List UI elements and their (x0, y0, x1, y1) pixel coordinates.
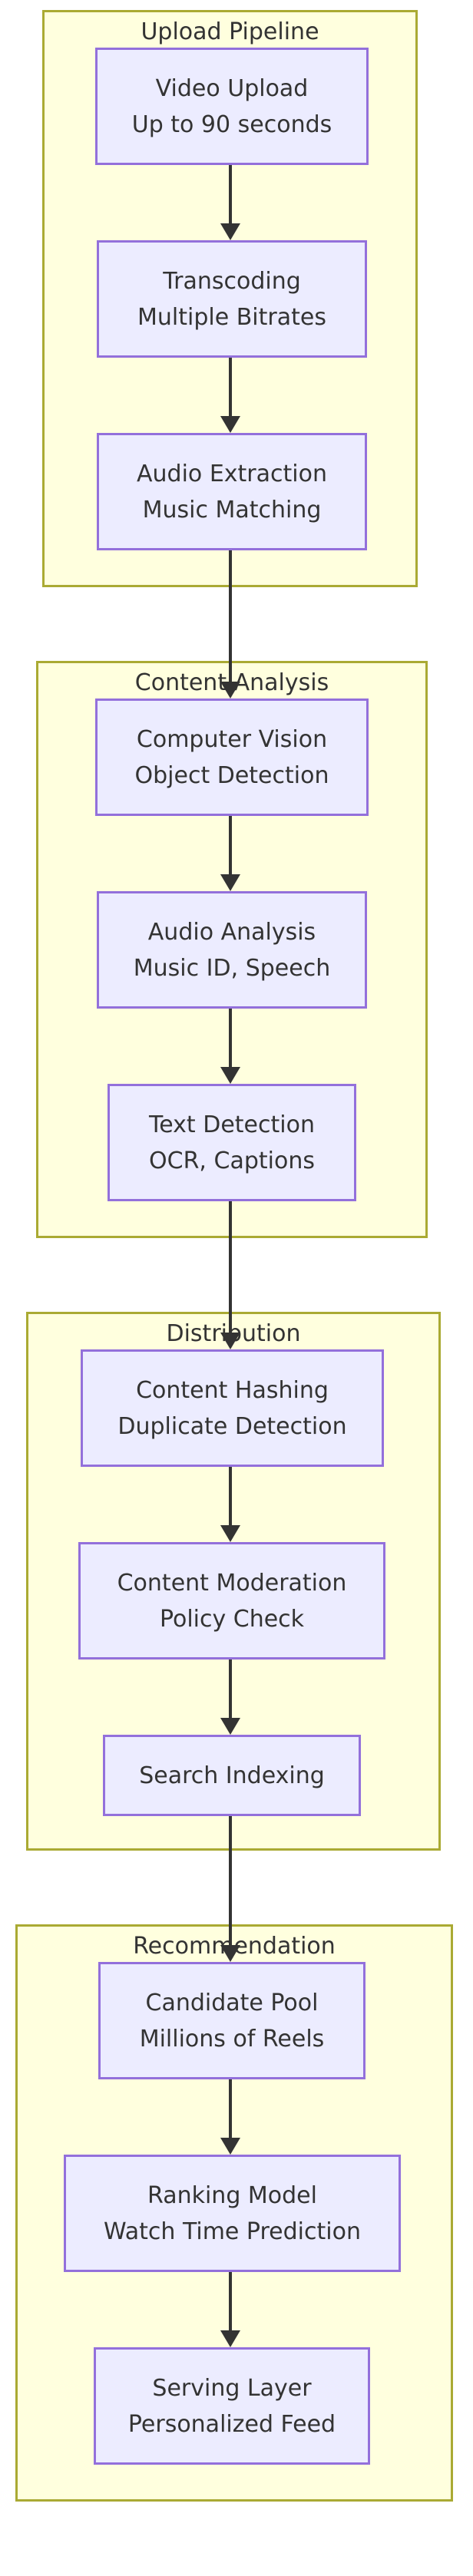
arrow-line (229, 550, 232, 686)
arrow-head-icon (220, 1067, 240, 1084)
arrow-line (229, 358, 232, 421)
node-text-detection: Text Detection OCR, Captions (108, 1084, 356, 1201)
arrow-head-icon (220, 2330, 240, 2347)
flow-arrow-9 (220, 1816, 240, 1962)
node-sublabel: Personalized Feed (127, 2410, 336, 2438)
node-ranking-model: Ranking Model Watch Time Prediction (64, 2155, 401, 2272)
node-content-moderation: Content Moderation Policy Check (78, 1542, 385, 1660)
arrow-head-icon (220, 416, 240, 433)
node-sublabel: Music Matching (142, 496, 322, 523)
node-label: Text Detection (149, 1111, 315, 1138)
arrow-head-icon (220, 874, 240, 891)
node-label: Serving Layer (152, 2374, 312, 2402)
flow-arrow-5 (220, 1009, 240, 1084)
arrow-head-icon (220, 1525, 240, 1542)
arrow-line (229, 1467, 232, 1530)
flow-arrow-2 (220, 358, 240, 433)
node-label: Audio Extraction (137, 460, 327, 487)
arrow-line (229, 1660, 232, 1722)
node-label: Ranking Model (147, 2181, 317, 2209)
node-candidate-pool: Candidate Pool Millions of Reels (98, 1962, 366, 2079)
node-serving-layer: Serving Layer Personalized Feed (94, 2347, 370, 2465)
arrow-head-icon (220, 2138, 240, 2155)
node-sublabel: Policy Check (159, 1605, 305, 1633)
node-video-upload: Video Upload Up to 90 seconds (95, 48, 369, 165)
arrow-line (229, 2079, 232, 2142)
node-search-indexing: Search Indexing (103, 1735, 361, 1816)
node-label: Video Upload (155, 74, 309, 102)
arrow-head-icon (220, 223, 240, 240)
node-sublabel: Watch Time Prediction (104, 2218, 361, 2245)
node-label: Candidate Pool (145, 1989, 319, 2016)
node-sublabel: Up to 90 seconds (131, 111, 332, 138)
flow-arrow-11 (220, 2272, 240, 2347)
node-content-hashing: Content Hashing Duplicate Detection (81, 1349, 384, 1467)
node-sublabel: Multiple Bitrates (137, 303, 326, 331)
arrow-head-icon (220, 1945, 240, 1962)
node-label: Content Hashing (136, 1376, 329, 1404)
arrow-line (229, 1201, 232, 1337)
arrow-line (229, 165, 232, 228)
node-audio-analysis: Audio Analysis Music ID, Speech (97, 891, 367, 1009)
flow-arrow-8 (220, 1660, 240, 1735)
cluster-title-upload-pipeline: Upload Pipeline (141, 18, 319, 45)
node-label: Audio Analysis (147, 918, 316, 946)
node-sublabel: Duplicate Detection (117, 1412, 347, 1440)
arrow-head-icon (220, 1718, 240, 1735)
flow-arrow-6 (220, 1201, 240, 1349)
arrow-head-icon (220, 1333, 240, 1349)
node-audio-extraction: Audio Extraction Music Matching (97, 433, 367, 550)
flow-arrow-3 (220, 550, 240, 698)
node-computer-vision: Computer Vision Object Detection (95, 698, 369, 816)
node-label: Computer Vision (136, 725, 328, 753)
node-label: Search Indexing (139, 1762, 325, 1789)
arrow-line (229, 1816, 232, 1950)
flow-arrow-7 (220, 1467, 240, 1542)
node-label: Content Moderation (117, 1569, 347, 1597)
arrow-head-icon (220, 682, 240, 698)
arrow-line (229, 2272, 232, 2335)
node-sublabel: Music ID, Speech (133, 954, 331, 982)
arrow-line (229, 816, 232, 879)
arrow-line (229, 1009, 232, 1072)
node-transcoding: Transcoding Multiple Bitrates (97, 240, 367, 358)
node-sublabel: Millions of Reels (139, 2025, 325, 2053)
flow-arrow-10 (220, 2079, 240, 2155)
node-label: Transcoding (163, 267, 301, 295)
flow-arrow-1 (220, 165, 240, 240)
flow-arrow-4 (220, 816, 240, 891)
node-sublabel: Object Detection (134, 761, 329, 789)
node-sublabel: OCR, Captions (149, 1147, 315, 1174)
